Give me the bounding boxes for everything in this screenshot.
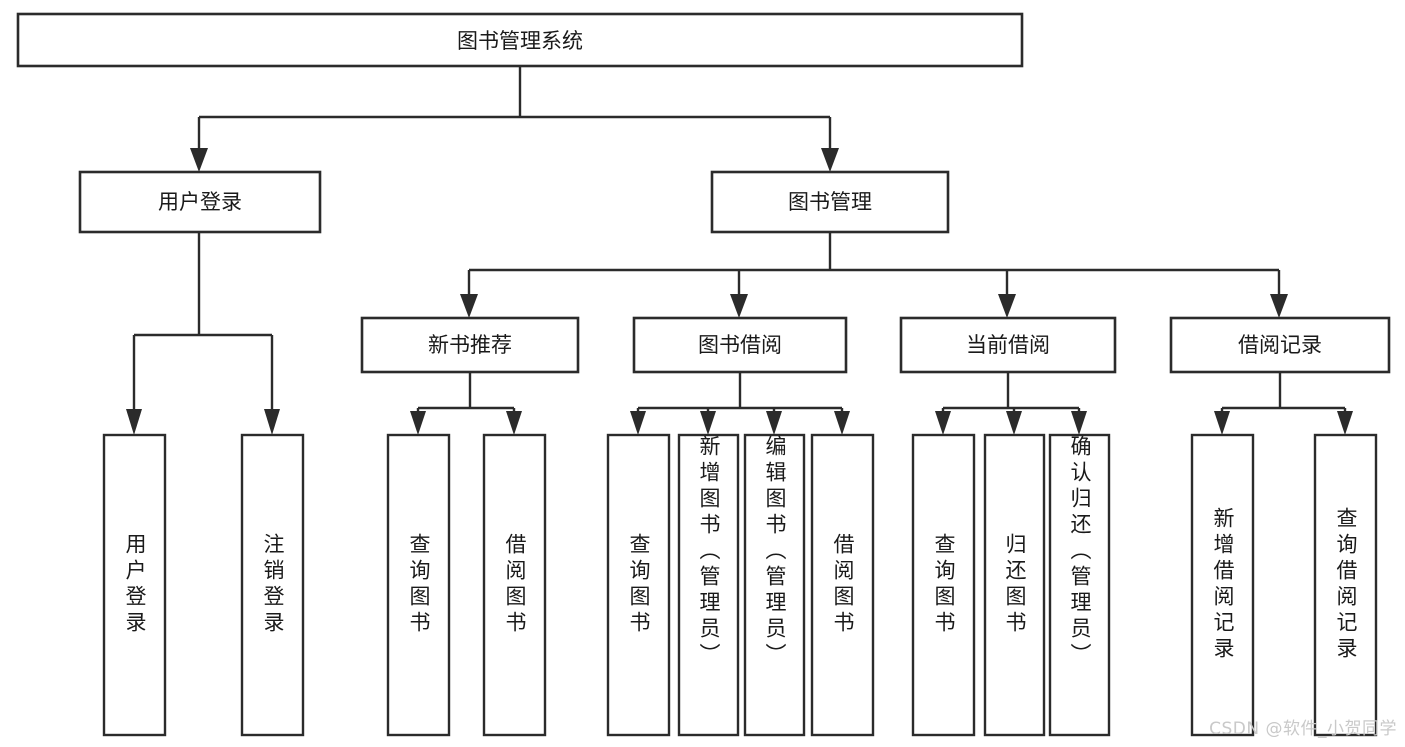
- arrow-head-leaf-borrow-book-1: [506, 411, 522, 435]
- arrow-head-leaf-user-logout: [264, 409, 280, 435]
- node-book-manage[interactable]: 图书管理: [710, 170, 950, 234]
- node-user-login[interactable]: 用户登录: [78, 170, 322, 234]
- arrow-head-leaf-query-book-1: [410, 411, 426, 435]
- arrow-head-leaf-query-book-2: [630, 411, 646, 435]
- arrow-head-leaf-borrow-book-2: [834, 411, 850, 435]
- node-book-borrow-box[interactable]: [632, 316, 848, 374]
- arrow-head-borrow-record: [1270, 294, 1288, 318]
- node-current-borrow-box[interactable]: [899, 316, 1117, 374]
- node-leaf-user-login-box[interactable]: [102, 433, 167, 737]
- node-book-manage-box[interactable]: [710, 170, 950, 234]
- node-book-manage-label: 图书管理: [788, 190, 872, 214]
- node-leaf-borrow-book-2-box[interactable]: [810, 433, 875, 737]
- arrow-head-leaf-edit-book: [766, 411, 782, 435]
- leaf-box-layer: [102, 433, 1378, 737]
- arrow-head-leaf-return-book: [1006, 411, 1022, 435]
- node-root-label: 图书管理系统: [457, 29, 583, 53]
- node-root-box[interactable]: [16, 12, 1024, 68]
- node-book-borrow[interactable]: 图书借阅: [632, 316, 848, 374]
- node-leaf-query-record-box[interactable]: [1313, 433, 1378, 737]
- node-leaf-add-book-box[interactable]: [677, 433, 740, 737]
- arrow-head-leaf-add-record: [1214, 411, 1230, 435]
- node-user-login-label: 用户登录: [158, 190, 242, 214]
- arrow-head-leaf-query-record: [1337, 411, 1353, 435]
- node-borrow-record-box[interactable]: [1169, 316, 1391, 374]
- node-leaf-query-book-3-box[interactable]: [911, 433, 976, 737]
- node-leaf-borrow-book-1-box[interactable]: [482, 433, 547, 737]
- node-borrow-record[interactable]: 借阅记录: [1169, 316, 1391, 374]
- node-user-login-box[interactable]: [78, 170, 322, 234]
- node-new-book-rec[interactable]: 新书推荐: [360, 316, 580, 374]
- node-borrow-record-label: 借阅记录: [1238, 333, 1322, 357]
- node-leaf-return-book-box[interactable]: [983, 433, 1046, 737]
- arrow-head-leaf-confirm-return: [1071, 411, 1087, 435]
- node-new-book-rec-box[interactable]: [360, 316, 580, 374]
- node-book-borrow-label: 图书借阅: [698, 333, 782, 357]
- arrow-head-book-borrow: [730, 294, 748, 318]
- node-leaf-user-logout-box[interactable]: [240, 433, 305, 737]
- node-leaf-query-book-1-box[interactable]: [386, 433, 451, 737]
- node-current-borrow[interactable]: 当前借阅: [899, 316, 1117, 374]
- node-leaf-edit-book-box[interactable]: [743, 433, 806, 737]
- node-leaf-add-record-box[interactable]: [1190, 433, 1255, 737]
- node-leaf-query-book-2-box[interactable]: [606, 433, 671, 737]
- arrow-head-leaf-add-book: [700, 411, 716, 435]
- arrow-head-current-borrow: [998, 294, 1016, 318]
- connector-layer: [126, 66, 1353, 435]
- node-leaf-confirm-return-box[interactable]: [1048, 433, 1111, 737]
- arrow-head-user-login: [190, 148, 208, 172]
- node-new-book-rec-label: 新书推荐: [428, 333, 512, 357]
- node-root[interactable]: 图书管理系统: [16, 12, 1024, 68]
- arrow-head-leaf-user-login: [126, 409, 142, 435]
- arrow-head-book-manage: [821, 148, 839, 172]
- arrow-head-new-book-rec: [460, 294, 478, 318]
- node-current-borrow-label: 当前借阅: [966, 333, 1050, 357]
- arrow-head-leaf-query-book-3: [935, 411, 951, 435]
